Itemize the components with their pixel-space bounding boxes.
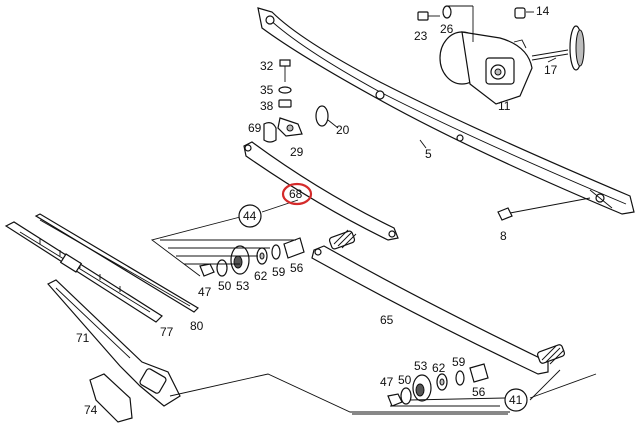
part-label-32: 32 xyxy=(260,59,274,73)
part-label-59-lower: 59 xyxy=(452,355,466,369)
washer-62a xyxy=(256,247,268,265)
link-rod-65 xyxy=(311,245,549,375)
clip-14 xyxy=(514,7,526,19)
part-label-74: 74 xyxy=(84,403,98,417)
washer-59a xyxy=(271,244,281,260)
part-label-26: 26 xyxy=(440,22,454,36)
part-label-62-lower: 62 xyxy=(432,361,446,375)
grommet-53b xyxy=(412,374,432,402)
part-label-56-lower: 56 xyxy=(472,385,486,399)
bushing-69 xyxy=(263,122,277,143)
group-badge-41: 41 xyxy=(504,388,528,412)
leader-lines xyxy=(327,11,557,149)
part-label-47-upper: 47 xyxy=(198,285,212,299)
part-label-38: 38 xyxy=(260,99,274,113)
part-label-5: 5 xyxy=(425,147,432,161)
cover-cap-74 xyxy=(89,373,133,423)
part-label-8: 8 xyxy=(500,229,507,243)
part-label-71: 71 xyxy=(76,331,90,345)
part-label-23: 23 xyxy=(414,29,428,43)
bushing-56b xyxy=(469,363,489,383)
part-label-53-lower: 53 xyxy=(414,359,428,373)
washer-50a xyxy=(216,259,228,277)
gear-shaft-17 xyxy=(531,25,585,71)
washer-59b xyxy=(455,370,465,386)
screw-8 xyxy=(497,197,591,221)
bushing-56a xyxy=(283,237,305,259)
link-rod-68 xyxy=(243,141,399,241)
part-label-69: 69 xyxy=(248,121,262,135)
part-label-77: 77 xyxy=(160,325,174,339)
part-label-29: 29 xyxy=(290,145,304,159)
part-label-14: 14 xyxy=(536,4,550,18)
screw-23 xyxy=(417,11,440,21)
ball-joint-upper xyxy=(328,229,357,250)
washer-62b xyxy=(436,373,448,391)
bracket-lines xyxy=(150,199,597,415)
wiper-frame-77 xyxy=(4,221,163,323)
group-badge-44: 44 xyxy=(238,204,262,228)
nut-47b xyxy=(387,393,403,407)
washer-35 xyxy=(278,86,292,94)
linkage-bar-5 xyxy=(257,7,635,215)
wiper-motor-11 xyxy=(439,31,533,105)
part-label-41: 41 xyxy=(509,393,523,407)
callout-labels: 14 23 26 17 11 32 35 38 69 20 29 5 68 44… xyxy=(76,4,558,417)
highlight-ring xyxy=(281,182,313,206)
part-label-17: 17 xyxy=(544,63,558,77)
grommet-53a xyxy=(230,245,250,275)
part-label-62-upper: 62 xyxy=(254,269,268,283)
part-label-80: 80 xyxy=(190,319,204,333)
cap-20 xyxy=(315,105,329,127)
part-label-53-upper: 53 xyxy=(236,279,250,293)
part-label-11: 11 xyxy=(498,99,511,113)
part-label-65: 65 xyxy=(380,313,394,327)
washer-26 xyxy=(442,5,452,19)
washer-50b xyxy=(400,387,412,405)
highlighted-part-68[interactable]: 68 xyxy=(281,182,313,206)
wiper-arm-71 xyxy=(47,279,181,407)
part-label-56-upper: 56 xyxy=(290,261,304,275)
wiper-blade-80 xyxy=(34,213,199,313)
bolt-32 xyxy=(279,59,291,82)
part-label-20: 20 xyxy=(336,123,350,137)
part-label-50-upper: 50 xyxy=(218,279,232,293)
part-label-35: 35 xyxy=(260,83,274,97)
part-label-50-lower: 50 xyxy=(398,373,412,387)
part-label-59-upper: 59 xyxy=(272,265,286,279)
part-label-44: 44 xyxy=(243,209,257,223)
ball-joint-lower xyxy=(536,344,566,365)
nut-38 xyxy=(278,99,292,108)
nut-47a xyxy=(199,263,215,277)
part-label-47-lower: 47 xyxy=(380,375,394,389)
crank-29 xyxy=(277,117,303,137)
part-label-68[interactable]: 68 xyxy=(289,187,303,201)
